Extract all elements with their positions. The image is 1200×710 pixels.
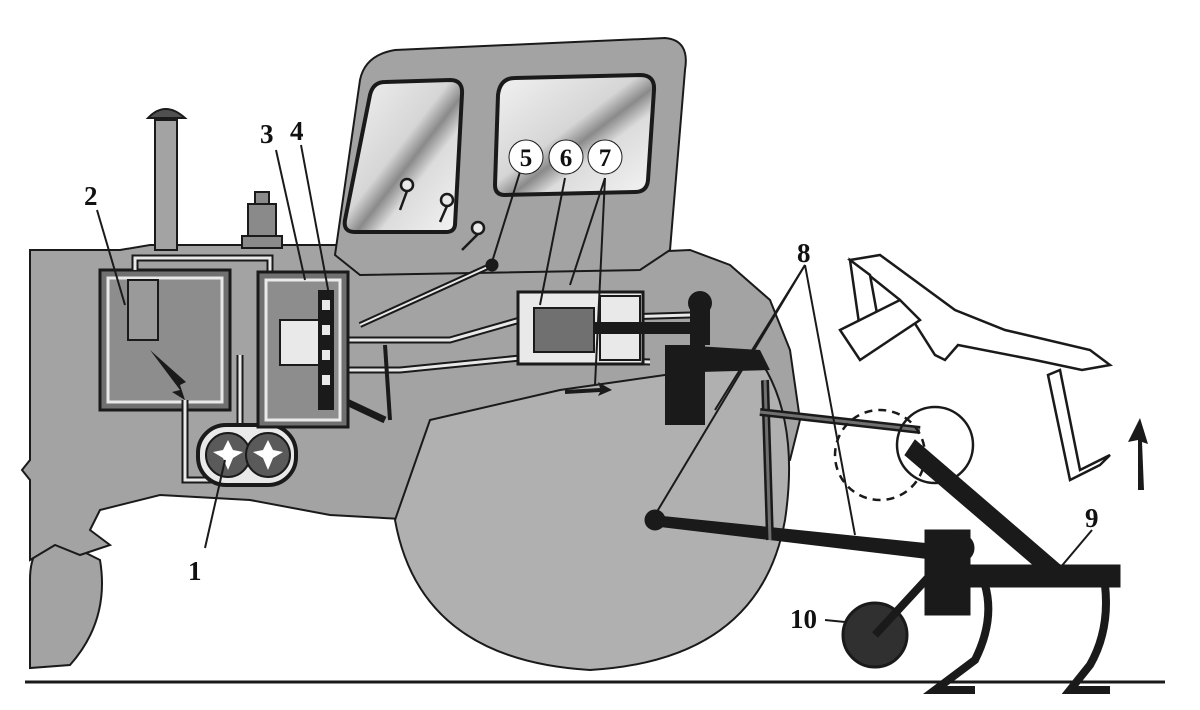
callout-5: 5: [520, 145, 533, 172]
rear-wheel: [393, 358, 791, 672]
callout-7-badge: 7: [587, 139, 623, 175]
hydraulic-cylinder: [516, 290, 694, 366]
leader-lines: [96, 144, 1093, 623]
callout-3: 3: [260, 119, 274, 149]
implement-frame: [904, 439, 1121, 616]
hydraulic-lines-inner: [133, 256, 691, 482]
cab-control-levers: [398, 177, 486, 251]
exhaust-pipe: [145, 108, 188, 251]
flow-arrow: [565, 382, 612, 396]
callout-6-badge: 6: [548, 139, 584, 175]
callout-5-badge: 5: [508, 139, 544, 175]
lower-link: [644, 379, 941, 561]
support-wheel: [841, 567, 938, 669]
gear-pump: [196, 423, 298, 487]
control-valve: [318, 290, 334, 410]
cab-window-left: [342, 77, 465, 234]
implement-tines: [923, 583, 1110, 694]
callout-6: 6: [560, 145, 573, 172]
callout-1: 1: [188, 556, 202, 586]
callout-8: 8: [797, 238, 811, 268]
implement-raised-position: [833, 253, 1114, 502]
callout-7: 7: [599, 145, 612, 172]
callout-4: 4: [290, 116, 304, 146]
control-linkage: [358, 258, 499, 421]
callout-2: 2: [84, 181, 98, 211]
rear-lift-mechanism: [665, 291, 770, 425]
front-wheel: [29, 538, 103, 670]
distributor: [256, 270, 350, 429]
callout-9: 9: [1085, 503, 1099, 533]
oil-tank: [98, 268, 232, 412]
air-filter: [241, 191, 283, 249]
callout-10: 10: [790, 604, 817, 634]
upper-link: [759, 408, 921, 434]
lift-direction-arrow: [1128, 418, 1148, 490]
